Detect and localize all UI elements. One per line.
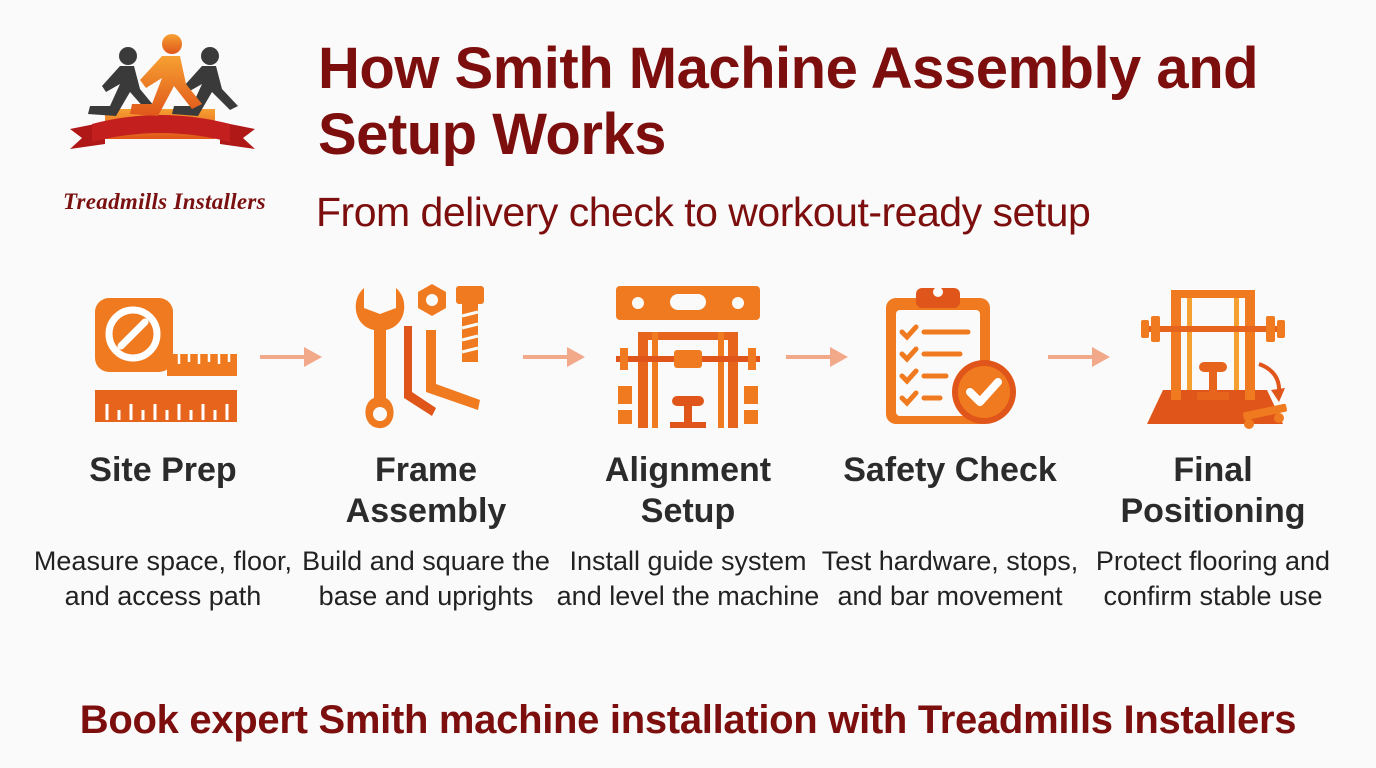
step-alignment-setup: Alignment Setup Install guide system and… [553,280,823,614]
step-description: Test hardware, stops, and bar movement [821,546,1079,611]
step-description: Install guide system and level the machi… [556,546,820,611]
step-safety-check: Safety Check Test hardware, stops, and b… [815,280,1085,614]
arrow-right-icon [523,347,585,367]
smith-machine-icon [1141,290,1287,429]
step-final-positioning: Final Positioning Protect flooring and c… [1078,280,1348,614]
step-title: Frame Assembly [345,451,507,530]
step-site-prep: Site Prep Measure space, floor, and acce… [28,280,298,614]
runners-logo-icon [70,34,255,149]
brand-name: Treadmills Installers [63,189,266,214]
step-title: Alignment Setup [604,451,772,530]
page-subtitle: From delivery check to workout-ready set… [316,189,1091,235]
tools-icon [355,284,484,429]
level-frame-icon [616,286,760,428]
tape-measure-icon [95,298,237,422]
step-title: Final Positioning [1120,451,1306,530]
step-title: Safety Check [843,451,1057,489]
checklist-icon [886,287,1016,424]
step-frame-assembly: Frame Assembly Build and square the base… [291,280,561,614]
step-description: Protect flooring and confirm stable use [1095,546,1331,611]
arrow-right-icon [786,347,848,367]
step-description: Measure space, floor, and access path [33,546,293,611]
step-title: Site Prep [89,451,237,489]
step-description: Build and square the base and uprights [302,546,550,611]
call-to-action: Book expert Smith machine installation w… [79,698,1297,742]
brand-logo: Treadmills Installers [30,34,295,214]
page-title: How Smith Machine Assembly and Setup Wor… [318,36,1259,167]
arrow-right-icon [260,347,322,367]
arrow-right-icon [1048,347,1110,367]
